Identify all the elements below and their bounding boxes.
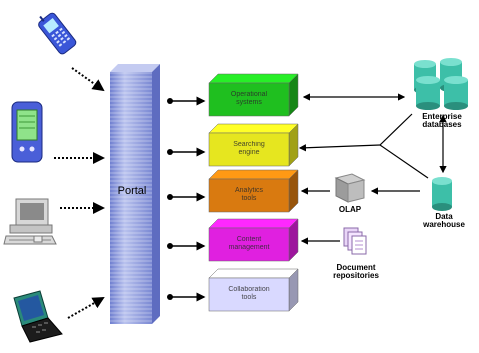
portal-column <box>110 64 160 324</box>
system-box-label-line1: Analytics <box>234 187 263 194</box>
system-box-label-line2: systems <box>236 99 262 107</box>
warehouse-to-junction-line <box>379 144 429 179</box>
system-box-front <box>208 132 290 167</box>
system-box-front <box>208 82 290 117</box>
backend-connectors <box>298 93 447 245</box>
phone-to-portal-arrow <box>71 67 105 92</box>
system-box-top <box>208 123 299 134</box>
enterprise-databases-label-line2: databases <box>422 120 462 130</box>
document-repositories-label: Document repositories <box>316 263 396 281</box>
desktop-computer-icon <box>3 198 57 245</box>
laptop-to-portal-arrow <box>67 297 105 319</box>
enterprise-databases-label-line1: Enterprise <box>422 112 462 121</box>
laptop-icon <box>13 290 63 343</box>
system-box-label-line2: tools <box>241 195 257 203</box>
database-cylinder <box>416 76 440 110</box>
junction-to-search-arrow <box>298 144 381 152</box>
olap-label: OLAP <box>338 205 362 214</box>
data-warehouse-label-line1: Data <box>435 212 453 221</box>
system-box-analytics <box>208 169 299 213</box>
system-box-label-line2: engine <box>238 149 260 157</box>
system-box-collaboration <box>208 268 299 312</box>
pda-icon <box>11 101 43 163</box>
system-box-top <box>208 268 299 279</box>
document-repositories-icon <box>343 227 367 255</box>
system-box-label-line1: Content <box>236 236 262 243</box>
databases-to-junction-line <box>379 113 413 146</box>
data-warehouse-icon <box>432 177 452 211</box>
system-box-front <box>208 277 290 312</box>
data-warehouse-label: Data warehouse <box>412 212 476 230</box>
document-repositories-label-line2: repositories <box>333 271 379 281</box>
document-repositories-label-line1: Document <box>336 263 376 272</box>
system-box-operational <box>208 73 299 117</box>
data-warehouse-label-line2: warehouse <box>423 220 465 230</box>
system-boxes <box>208 73 299 312</box>
system-box-label-line2: tools <box>241 294 257 302</box>
database-cylinder <box>444 76 468 110</box>
olap-cube-icon <box>334 173 366 203</box>
portal-to-box-connectors <box>167 96 206 302</box>
system-box-search <box>208 123 299 167</box>
system-box-label-line2: management <box>228 244 270 252</box>
system-box-top <box>208 218 299 229</box>
system-box-top <box>208 73 299 84</box>
portal-label: Portal <box>117 185 147 197</box>
system-box-content <box>208 218 299 262</box>
system-box-top <box>208 169 299 180</box>
device-connectors <box>54 67 105 319</box>
system-box-front <box>208 178 290 213</box>
enterprise-databases-label: Enterprise databases <box>400 112 479 130</box>
system-box-front <box>208 227 290 262</box>
system-box-label-line1: Searching <box>233 141 265 148</box>
mobile-phone-icon <box>38 12 77 55</box>
enterprise-databases-icon <box>414 58 468 110</box>
system-box-label-line1: Operational <box>230 91 268 98</box>
system-box-label-line1: Collaboration <box>228 286 270 293</box>
